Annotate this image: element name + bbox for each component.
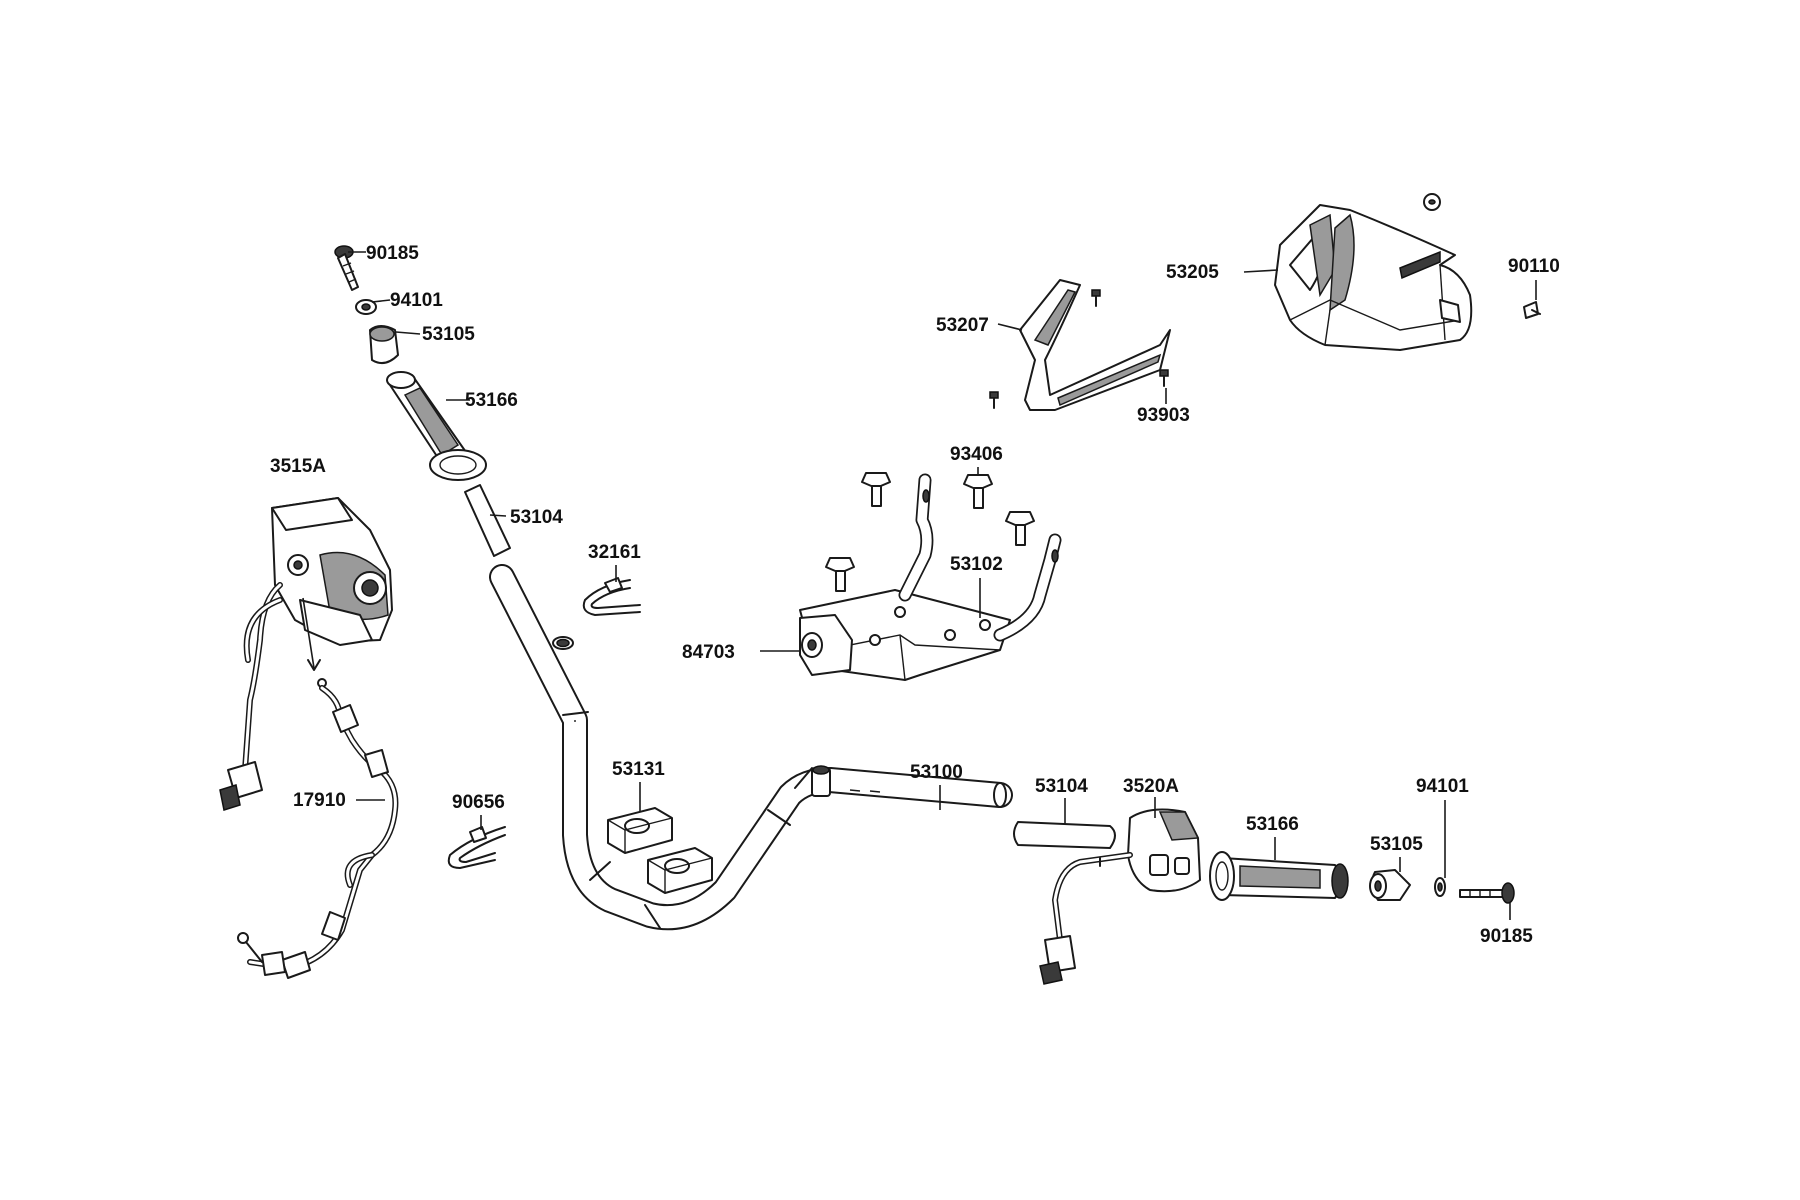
cowl-screws <box>1423 193 1541 319</box>
label-53105-left: 53105 <box>422 324 475 345</box>
left-washer <box>355 299 377 315</box>
label-53207: 53207 <box>936 315 989 336</box>
brake-light-switch-cable <box>237 597 399 979</box>
left-handlebar-switch <box>271 497 393 646</box>
riser-bolts <box>825 472 1035 592</box>
handlebar-clamp-lower <box>647 847 713 894</box>
label-53205: 53205 <box>1166 262 1219 283</box>
label-94101-left: 94101 <box>390 290 443 311</box>
label-53166-right: 53166 <box>1246 814 1299 835</box>
label-32161: 32161 <box>588 542 641 563</box>
label-90185-left: 90185 <box>366 243 419 264</box>
cable-tie-lower <box>447 826 506 869</box>
right-washer <box>1434 877 1446 897</box>
handlebar-riser-bracket <box>799 473 1062 681</box>
right-grip <box>1209 851 1349 901</box>
label-90656: 90656 <box>452 792 505 813</box>
small-screws <box>989 289 1169 409</box>
label-53104-left: 53104 <box>510 507 563 528</box>
right-handlebar-switch <box>1127 808 1201 893</box>
label-53105-right: 53105 <box>1370 834 1423 855</box>
label-53166-left: 53166 <box>465 390 518 411</box>
label-93406: 93406 <box>950 444 1003 465</box>
label-90110: 90110 <box>1508 256 1560 277</box>
label-53100: 53100 <box>910 762 963 783</box>
handlebar-cover-cowl <box>1274 204 1473 351</box>
left-switch-harness <box>219 582 283 811</box>
label-53104-right: 53104 <box>1035 776 1088 797</box>
right-screw <box>1459 882 1515 904</box>
lower-cover-panel <box>1019 279 1171 411</box>
label-17910: 17910 <box>293 790 346 811</box>
label-53102: 53102 <box>950 554 1003 575</box>
handlebar-clamp-upper <box>607 807 673 854</box>
left-grip <box>386 371 487 481</box>
label-84703: 84703 <box>682 642 735 663</box>
right-bar-end-weight <box>1369 869 1411 901</box>
leader-lines <box>348 251 1537 920</box>
label-3515A: 3515A <box>270 456 326 477</box>
label-93903: 93903 <box>1137 405 1190 426</box>
left-screw <box>334 245 359 291</box>
label-53131: 53131 <box>612 759 665 780</box>
label-90185-right: 90185 <box>1480 926 1533 947</box>
part-labels: 90185 94101 53105 53166 3515A 53104 3216… <box>270 243 1560 947</box>
right-switch-harness <box>1039 852 1133 985</box>
right-throttle-tube <box>1013 821 1116 849</box>
left-bar-end-weight <box>369 325 399 365</box>
handlebar <box>489 564 1013 931</box>
label-94101-right: 94101 <box>1416 776 1469 797</box>
left-throttle-tube <box>464 484 511 557</box>
cable-tie-upper <box>582 577 641 616</box>
label-3520A: 3520A <box>1123 776 1179 797</box>
